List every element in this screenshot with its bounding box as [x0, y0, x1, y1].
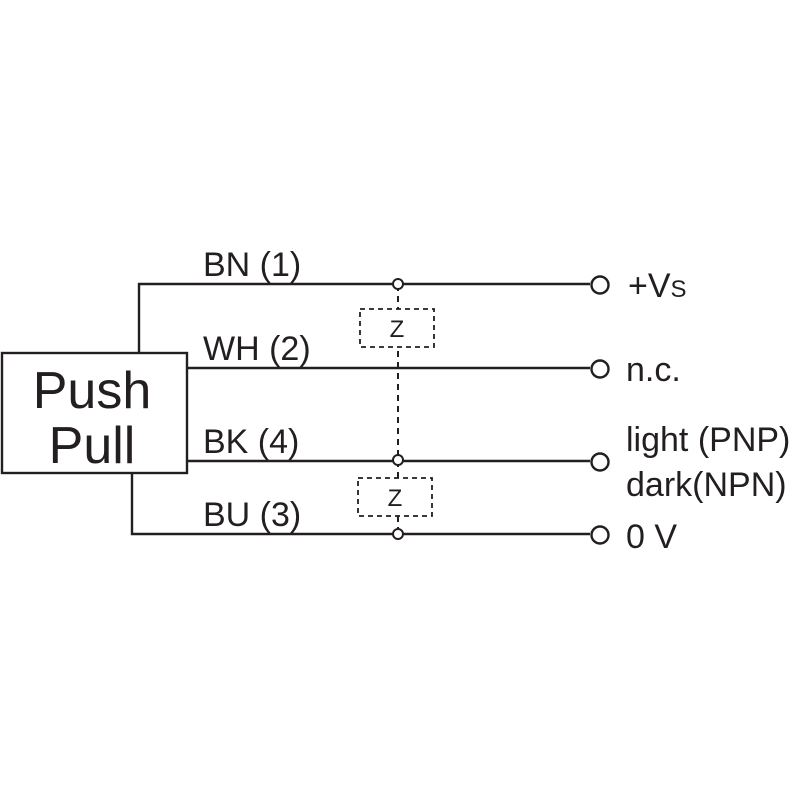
load-z-upper	[359, 308, 435, 348]
terminal-nc	[590, 359, 610, 379]
terminal-label-0v: 0 V	[626, 518, 677, 556]
wire-label-bn: BN (1)	[203, 246, 301, 284]
load-z-lower	[357, 477, 433, 517]
wire-bn	[137, 282, 590, 353]
terminal-label-vs-sub: S	[671, 276, 687, 303]
load-z-lower-label: Z	[388, 485, 403, 512]
junction-node-bn	[392, 278, 404, 290]
wire-bu	[130, 473, 590, 536]
terminal-vs	[590, 275, 610, 295]
terminal-output	[590, 452, 610, 472]
wire-label-wh: WH (2)	[203, 330, 311, 368]
device-block	[0, 351, 189, 475]
terminal-label-output-npn: dark(NPN)	[626, 466, 787, 504]
load-z-upper-label: Z	[390, 316, 405, 343]
device-label-line1: Push	[33, 362, 152, 420]
terminal-label-output-pnp: light (PNP)	[626, 421, 790, 459]
device-label-line2: Pull	[49, 417, 136, 475]
terminal-label-vs: +VS	[628, 267, 687, 305]
wire-label-bk: BK (4)	[203, 423, 299, 461]
wire-label-bu: BU (3)	[203, 496, 301, 534]
junction-node-bk	[392, 454, 404, 466]
junction-node-bu	[392, 528, 404, 540]
terminal-label-nc: n.c.	[626, 351, 681, 389]
terminal-0v	[590, 525, 610, 545]
